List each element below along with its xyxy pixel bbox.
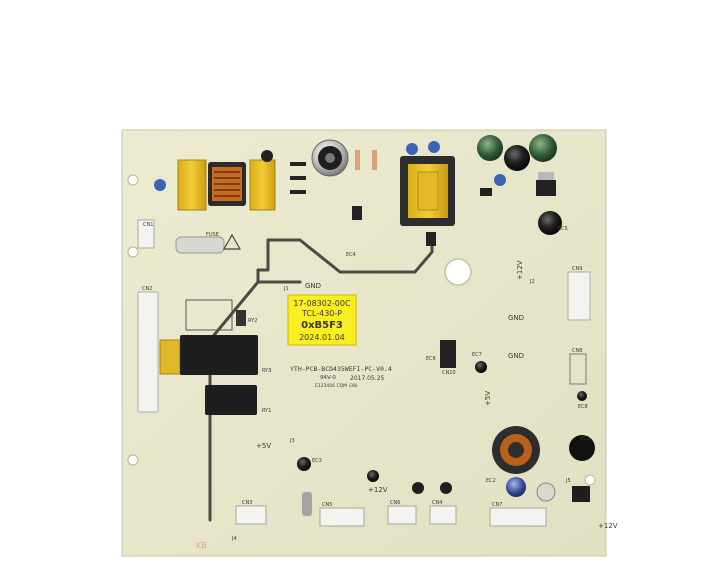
choke-buzzer: [297, 426, 595, 516]
label-ec7: EC7: [472, 352, 482, 358]
label-12v-3: +12V: [598, 522, 618, 530]
label-cn1: CN1: [143, 222, 153, 228]
label-cn10: CN10: [442, 370, 456, 376]
sticker-line1: 17-08302-00C: [293, 299, 351, 308]
label-j3: J3: [289, 438, 295, 444]
label-gnd-2: GND: [508, 314, 524, 322]
label-cn6: CN6: [390, 500, 400, 506]
label-j1: J1: [283, 286, 289, 292]
label-ec1: EC1: [580, 436, 590, 442]
label-cn4: CN4: [432, 500, 442, 506]
label-j2: J2: [529, 279, 535, 285]
label-cn5: CN5: [322, 502, 332, 508]
output-capacitors: [477, 134, 562, 235]
bulk-capacitor: [261, 139, 377, 220]
label-kb: KB: [196, 541, 207, 550]
connector-cn9: [567, 271, 591, 321]
sticker-line4: 2024.01.04: [299, 333, 345, 342]
label-5v-2: +5V: [484, 391, 492, 406]
mount-hole: [444, 258, 472, 286]
label-gnd-3: GND: [508, 352, 524, 360]
board-date: 2017.05.25: [350, 375, 385, 382]
label-cn7: CN7: [492, 502, 502, 508]
silkscreen-labels: GND GND GND +12V +12V +12V +5V +5V CN1 C…: [142, 222, 618, 550]
label-cn3: CN3: [242, 500, 252, 506]
label-ec8: EC8: [578, 404, 588, 410]
board-marking: YTH-PCB-BCD435WEFI-PC-V0.4 94V-0 2017.05…: [290, 365, 392, 389]
sticker-line2: TCL-430-P: [301, 309, 342, 318]
relay-ry3: [180, 335, 258, 375]
label-j4: J4: [231, 536, 237, 542]
buzzer: [569, 435, 595, 461]
version-sticker: 17-08302-00C TCL-430-P 0xB5F3 2024.01.04: [287, 294, 357, 346]
label-ec3: EC3: [312, 458, 322, 464]
label-ec5: EC5: [558, 226, 568, 232]
pcb-board: [121, 129, 607, 557]
label-ec4: EC4: [346, 252, 356, 258]
emi-filter: [137, 159, 276, 254]
mid-components: [440, 271, 591, 401]
board-rating: 94V-0: [320, 375, 336, 381]
board-agency: E123456 CQM (38): [315, 383, 358, 389]
label-cn9: CN9: [572, 266, 582, 272]
label-j5: J5: [565, 478, 571, 484]
label-ec6: EC6: [426, 356, 436, 362]
label-gnd-1: GND: [305, 282, 321, 290]
sticker-line3: 0xB5F3: [301, 320, 343, 331]
label-ry3: RY3: [262, 368, 271, 374]
left-connectors: [137, 291, 258, 415]
label-12v-2: +12V: [368, 486, 388, 494]
label-ry1: RY1: [262, 408, 271, 414]
label-ec2: EC2: [486, 478, 496, 484]
bottom-connectors: [235, 505, 547, 527]
label-fuse: FUSE: [206, 232, 219, 238]
board-model-text: YTH-PCB-BCD435WEFI-PC-V0.4: [290, 365, 392, 373]
transformer: [400, 141, 506, 246]
label-ry2: RY2: [248, 318, 257, 324]
relay-ry1: [205, 385, 257, 415]
label-cn2: CN2: [142, 286, 152, 292]
label-5v-1: +5V: [256, 442, 271, 450]
label-12v-1: +12V: [516, 260, 524, 280]
label-cn8: CN8: [572, 348, 582, 354]
